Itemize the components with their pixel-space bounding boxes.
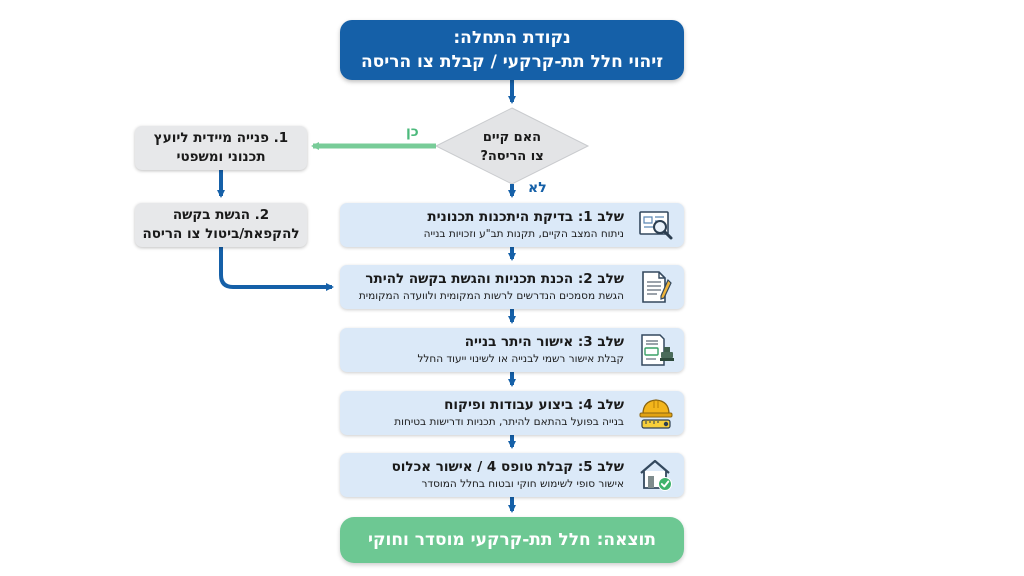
step-5-title: שלב 5: קבלת טופס 4 / אישור אכלוס [391,459,624,475]
step-5-text: שלב 5: קבלת טופס 4 / אישור אכלוס אישור ס… [346,458,624,492]
step-4: שלב 4: ביצוע עבודות ופיקוח בנייה בפועל ב… [340,391,684,435]
start-title: נקודת התחלה: [453,28,571,48]
house-check-icon [640,459,672,491]
decision-question: האם קיים צו הריסה? [456,128,568,166]
side-step-2-line-2: להקפאת/ביטול צו הריסה [142,226,300,242]
document-pen-icon [642,271,672,303]
step-5: שלב 5: קבלת טופס 4 / אישור אכלוס אישור ס… [340,453,684,497]
step-3-subtitle: קבלת אישור רשמי לבנייה או לשינוי ייעוד ה… [417,353,624,365]
step-4-text: שלב 4: ביצוע עבודות ופיקוח בנייה בפועל ב… [346,396,624,430]
side-step-2-line-1: 2. הגשת בקשה [172,207,270,223]
step-1: שלב 1: בדיקת היתכנות תכנונית ניתוח המצב … [340,203,684,247]
no-label: לא [528,180,547,196]
side-step-1-line-1: 1. פנייה מיידית ליועץ [153,130,289,146]
step-3-title: שלב 3: אישור היתר בנייה [464,334,624,350]
stamped-certificate-icon [641,334,674,366]
result-node: תוצאה: חלל תת-קרקעי מוסדר וחוקי [340,517,684,563]
decision-line-1: האם קיים [482,130,542,145]
hardhat-tape-icon [639,399,673,429]
side-step-1-line-2: תכנוני ומשפטי [176,149,266,165]
step-4-subtitle: בנייה בפועל בהתאם להיתר, תכניות ודרישות … [394,416,624,428]
arrow-side2-to-step2 [219,247,334,291]
step-2-title: שלב 2: הכנת תכניות והגשת בקשה להיתר [365,271,624,287]
step-1-subtitle: ניתוח המצב הקיים, תקנות תב"ע וזכויות בני… [423,228,624,240]
start-node: נקודת התחלה: זיהוי חלל תת-קרקעי / קבלת צ… [340,20,684,80]
step-1-title: שלב 1: בדיקת היתכנות תכנונית [427,209,624,225]
step-3: שלב 3: אישור היתר בנייה קבלת אישור רשמי … [340,328,684,372]
step-2-text: שלב 2: הכנת תכניות והגשת בקשה להיתר הגשת… [346,270,624,304]
start-description: זיהוי חלל תת-קרקעי / קבלת צו הריסה [360,52,664,72]
side-step-request: 2. הגשת בקשה להקפאת/ביטול צו הריסה [135,203,307,247]
magnifier-plan-icon [639,211,673,240]
side-step-consult: 1. פנייה מיידית ליועץ תכנוני ומשפטי [135,126,307,170]
result-text: תוצאה: חלל תת-קרקעי מוסדר וחוקי [368,530,656,550]
decision-line-2: צו הריסה? [480,149,544,164]
step-1-text: שלב 1: בדיקת היתכנות תכנונית ניתוח המצב … [346,208,624,242]
step-4-title: שלב 4: ביצוע עבודות ופיקוח [444,397,624,413]
yes-label: כן [406,124,419,140]
step-2-subtitle: הגשת מסמכים הנדרשים לרשות המקומית ולוועד… [358,290,624,302]
step-3-text: שלב 3: אישור היתר בנייה קבלת אישור רשמי … [346,333,624,367]
step-5-subtitle: אישור סופי לשימוש חוקי ובטוח בחלל המוסדר [421,478,624,490]
step-2: שלב 2: הכנת תכניות והגשת בקשה להיתר הגשת… [340,265,684,309]
